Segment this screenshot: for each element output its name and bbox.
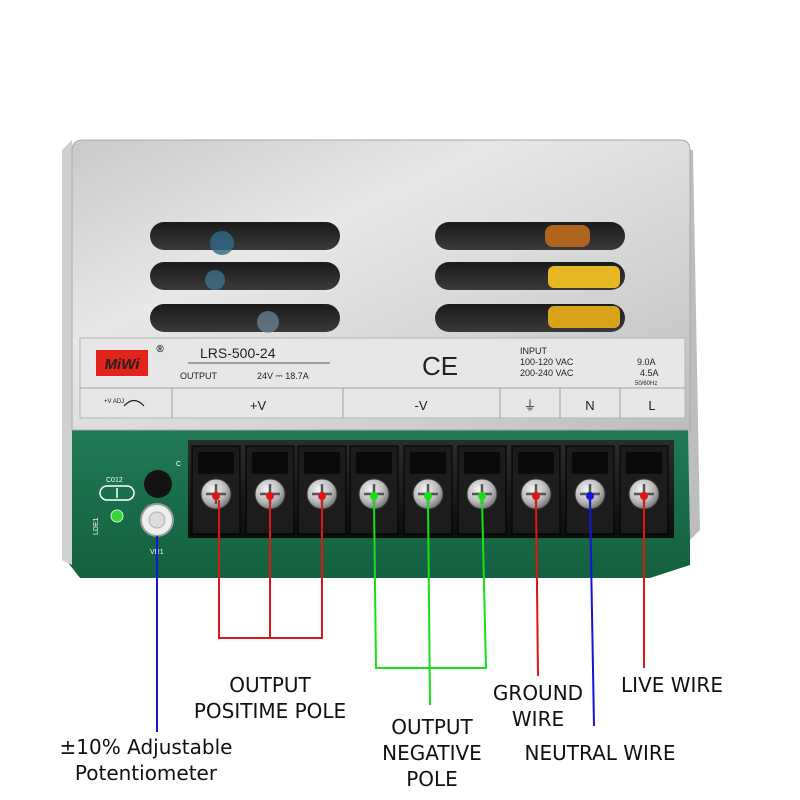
cap-ref: C012 bbox=[106, 477, 123, 484]
pcb-components: C012 LDE1 C VR1 bbox=[93, 461, 181, 556]
connection-dot-2 bbox=[266, 492, 274, 500]
connection-dot-3 bbox=[318, 492, 326, 500]
connection-dot-1 bbox=[212, 492, 220, 500]
callout-potentiometer: ±10% Adjustable Potentiometer bbox=[46, 734, 246, 786]
term-label-ground: ⏚ bbox=[523, 398, 536, 413]
input-line1: 100-120 VAC bbox=[520, 357, 574, 367]
callout-output-negative-line2: NEGATIVE bbox=[382, 741, 482, 765]
term-label-live: L bbox=[648, 398, 655, 413]
frequency: 50/60Hz bbox=[635, 381, 657, 387]
terminal-screws bbox=[191, 445, 669, 535]
terminal-5 bbox=[403, 445, 453, 535]
left-flange bbox=[62, 140, 72, 565]
callout-ground-wire: GROUND WIRE bbox=[478, 680, 598, 732]
connection-wires bbox=[156, 499, 645, 732]
output-value: 24V ⎓ 18.7A bbox=[257, 371, 309, 381]
adj-label: +V ADJ bbox=[104, 399, 124, 405]
callout-output-negative: OUTPUT NEGATIVE POLE bbox=[362, 714, 502, 792]
model-number: LRS-500-24 bbox=[200, 345, 276, 361]
callout-output-positive-line2: POSITIME POLE bbox=[193, 699, 347, 723]
electrolytic-cap bbox=[144, 470, 172, 498]
registered-mark: ® bbox=[156, 344, 164, 355]
wire-negative-bracket bbox=[373, 499, 488, 669]
input-label: INPUT bbox=[520, 346, 548, 356]
terminal-2 bbox=[245, 445, 295, 535]
connection-dot-6 bbox=[478, 492, 486, 500]
terminal-4 bbox=[349, 445, 399, 535]
callout-output-negative-line3: POLE bbox=[406, 767, 458, 791]
c-ref: C bbox=[176, 461, 181, 468]
input-line2: 200-240 VAC bbox=[520, 368, 574, 378]
status-led bbox=[110, 509, 124, 523]
callout-potentiometer-line2: Potentiometer bbox=[74, 761, 218, 785]
vent-slots-right bbox=[435, 222, 625, 332]
term-label-neg: -V bbox=[415, 398, 428, 413]
connection-dot-9 bbox=[640, 492, 648, 500]
callout-ground-line1: GROUND bbox=[492, 681, 584, 705]
vent-slots-left bbox=[150, 222, 340, 333]
brand-logo bbox=[96, 350, 148, 376]
connection-dot-4 bbox=[370, 492, 378, 500]
callout-output-positive-line1: OUTPUT bbox=[229, 673, 311, 697]
ce-mark: CE bbox=[422, 351, 458, 381]
callout-output-positive: OUTPUT POSITIME POLE bbox=[180, 672, 360, 724]
adj-arrow-icon bbox=[123, 399, 145, 407]
term-label-neutral: N bbox=[585, 398, 594, 413]
callout-output-negative-line1: OUTPUT bbox=[391, 715, 473, 739]
term-label-pos: +V bbox=[250, 398, 267, 413]
led-ref: LDE1 bbox=[93, 517, 100, 535]
nameplate: MiWi ® LRS-500-24 OUTPUT 24V ⎓ 18.7A CE … bbox=[79, 337, 686, 419]
wire-ground bbox=[535, 499, 539, 677]
callout-ground-line2: WIRE bbox=[511, 707, 565, 731]
connection-dot-7 bbox=[532, 492, 540, 500]
callout-live-wire: LIVE WIRE bbox=[621, 673, 723, 697]
callout-potentiometer-line1: ±10% Adjustable bbox=[59, 735, 233, 759]
output-label: OUTPUT bbox=[180, 371, 218, 381]
connection-dot-8 bbox=[586, 492, 594, 500]
wire-negative-drop bbox=[427, 499, 431, 706]
current-1: 9.0A bbox=[637, 357, 656, 367]
terminal-1 bbox=[191, 445, 241, 535]
callout-neutral-wire: NEUTRAL WIRE bbox=[524, 741, 676, 765]
brand-text: MiWi bbox=[105, 356, 141, 373]
connection-dot-5 bbox=[424, 492, 432, 500]
current-2: 4.5A bbox=[640, 368, 659, 378]
wire-neutral bbox=[589, 499, 595, 727]
